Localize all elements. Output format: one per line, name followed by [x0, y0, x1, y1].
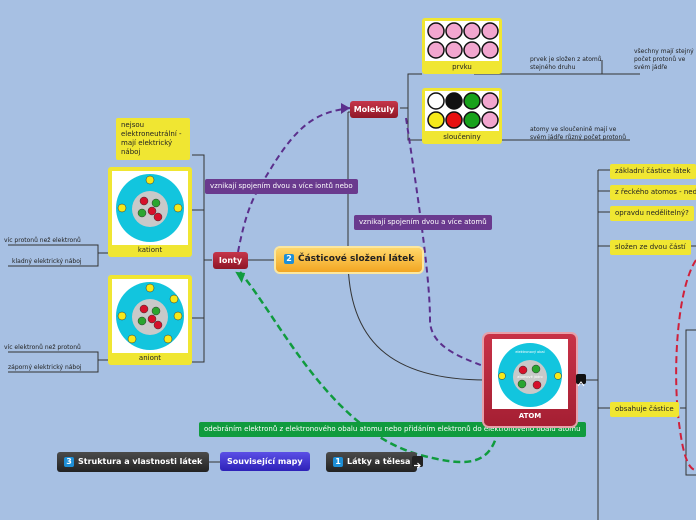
kationt-more-protons: víc protonů než elektronů [4, 237, 81, 244]
related-maps-label: Související mapy [227, 457, 303, 466]
latky-label: Látky a tělesa [347, 457, 411, 466]
atom-branch-indivisible[interactable]: opravdu nedělitelný? [610, 206, 694, 221]
slouceniny-description: atomy ve sloučenině mají ve svém jádře r… [530, 126, 627, 141]
latky-number: 1 [333, 457, 343, 467]
prvku-note: všechny mají stejný počet protonů ve své… [634, 48, 694, 71]
molekuly-node[interactable]: Molekuly [350, 101, 398, 118]
atom-node[interactable]: elektronový obal atomové jádro ATOM [484, 334, 576, 426]
slouceniny-card[interactable]: sloučeniny [422, 88, 502, 144]
struktura-node[interactable]: 3 Struktura a vlastnosti látek [57, 452, 210, 472]
slouceniny-label: sloučeniny [443, 133, 481, 141]
kationt-card[interactable]: kationt [108, 167, 192, 257]
atom-label: ATOM [518, 412, 542, 420]
ionty-label: Ionty [218, 256, 243, 265]
aniont-card[interactable]: aniont [108, 275, 192, 365]
prvku-card[interactable]: prvku [422, 18, 502, 74]
kationt-charge: kladný elektrický náboj [12, 258, 82, 265]
prvku-image [425, 21, 499, 61]
prvku-label: prvku [452, 63, 472, 71]
atom-branch-particles[interactable]: obsahuje částice [610, 402, 679, 417]
struktura-number: 3 [64, 457, 74, 467]
ions-formation-label[interactable]: vznikají spojením dvou a více iontů nebo [205, 179, 358, 194]
aniont-more-electrons: víc elektronů než protonů [4, 344, 81, 351]
central-topic[interactable]: 2 Částicové složení látek [276, 248, 422, 272]
aniont-image [112, 279, 188, 353]
atom-branch-two-parts[interactable]: složen ze dvou částí [610, 240, 691, 255]
atom-branch-greek[interactable]: z řeckého atomos - nedělitelný [610, 185, 696, 200]
central-topic-title: Částicové složení látek [298, 254, 415, 264]
attachment-icon[interactable] [576, 374, 586, 387]
link-arrow-icon[interactable] [412, 456, 423, 469]
kationt-note[interactable]: nejsou elektroneutrální - mají elektrick… [116, 118, 190, 160]
latky-node[interactable]: 1 Látky a tělesa [326, 452, 418, 472]
related-maps-node[interactable]: Související mapy [220, 452, 310, 471]
aniont-charge: záporný elektrický náboj [8, 364, 82, 371]
slouceniny-image [425, 91, 499, 131]
kationt-label: kationt [137, 246, 163, 254]
nucleus-text: atomové jádro [517, 375, 542, 379]
topic-number: 2 [284, 254, 294, 264]
atom-branch-basic[interactable]: základní částice látek [610, 164, 696, 179]
molekuly-label: Molekuly [353, 105, 395, 114]
kationt-image [112, 171, 188, 245]
prvku-description: prvek je složen z atomů stejného druhu [530, 56, 602, 71]
molecules-formation-label[interactable]: vznikají spojením dvou a více atomů [354, 215, 492, 230]
atom-image: elektronový obal atomové jádro [492, 339, 568, 409]
electron-cloud-text: elektronový obal [515, 350, 544, 354]
aniont-label: aniont [138, 354, 162, 362]
ionty-node[interactable]: Ionty [213, 252, 248, 269]
struktura-label: Struktura a vlastnosti látek [78, 457, 203, 466]
